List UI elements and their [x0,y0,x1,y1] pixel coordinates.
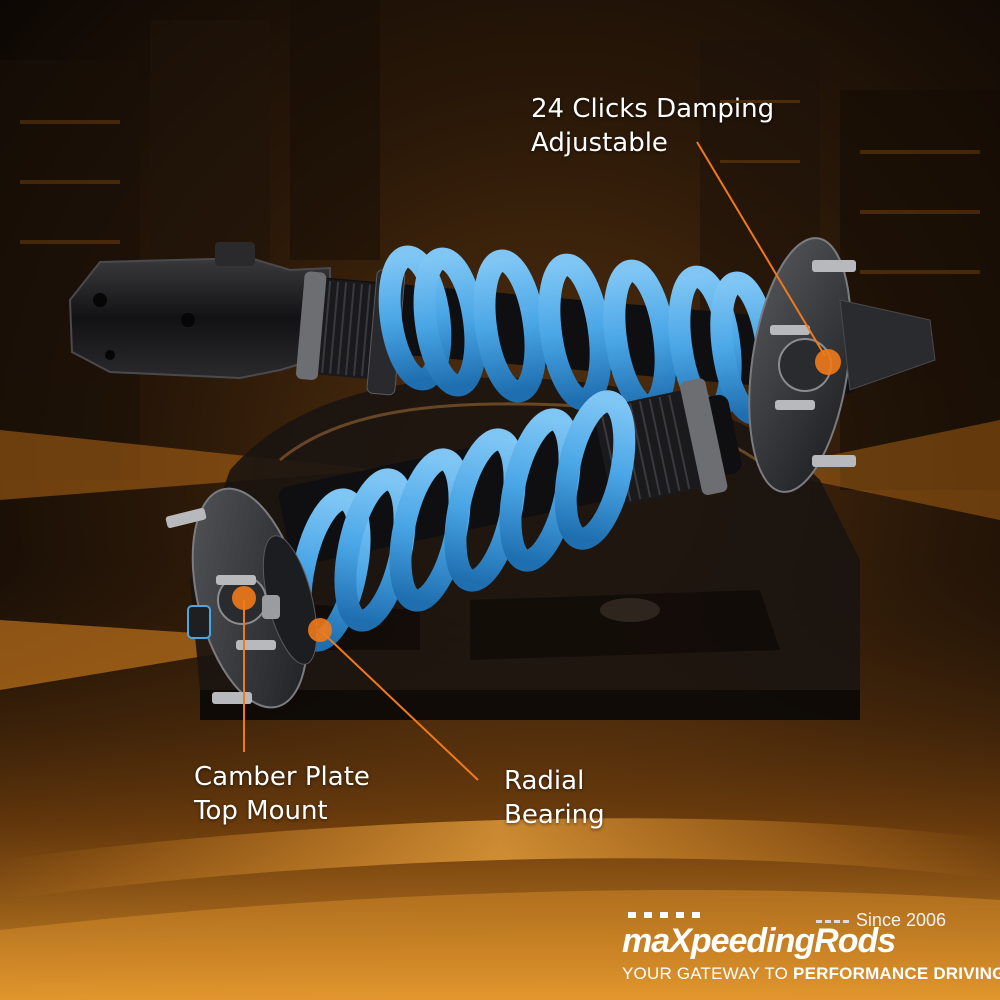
damping-callout-line2: Adjustable [531,128,668,158]
tagline-light: YOUR GATEWAY TO [622,964,794,983]
camber-callout-line1: Camber Plate [194,762,370,792]
bearing-callout: Radial Bearing [504,764,605,832]
front-top-mount [165,487,318,709]
rear-top-mount [748,237,936,493]
damping-marker-icon [815,349,841,375]
brand-logo: Since 2006 maXpeedingRods YOUR GATEWAY T… [618,908,1000,988]
callout-leaders [243,141,826,781]
brand-wordmark-prefix: maX [622,922,692,960]
bearing-marker-icon [308,618,332,642]
bearing-callout-line1: Radial [504,766,585,796]
damping-callout: 24 Clicks Damping Adjustable [531,92,774,160]
damping-callout-line1: 24 Clicks Damping [531,94,775,124]
light-streaks [0,420,1000,1000]
front-coilover [165,378,742,709]
tagline-bold: PERFORMANCE DRIVING [793,964,1000,983]
bearing-callout-line2: Bearing [504,800,605,830]
brand-wordmark-rest: peedingRods [690,922,896,960]
camber-marker-icon [232,586,256,610]
camber-callout-line2: Top Mount [194,796,328,826]
since-label: Since 2006 [815,910,946,930]
brand-wordmark: maXpeedingRods [622,922,896,961]
camber-callout: Camber Plate Top Mount [194,760,370,828]
checker-flag-icon [628,912,700,918]
brand-tagline: YOUR GATEWAY TO PERFORMANCE DRIVING [622,964,1000,984]
